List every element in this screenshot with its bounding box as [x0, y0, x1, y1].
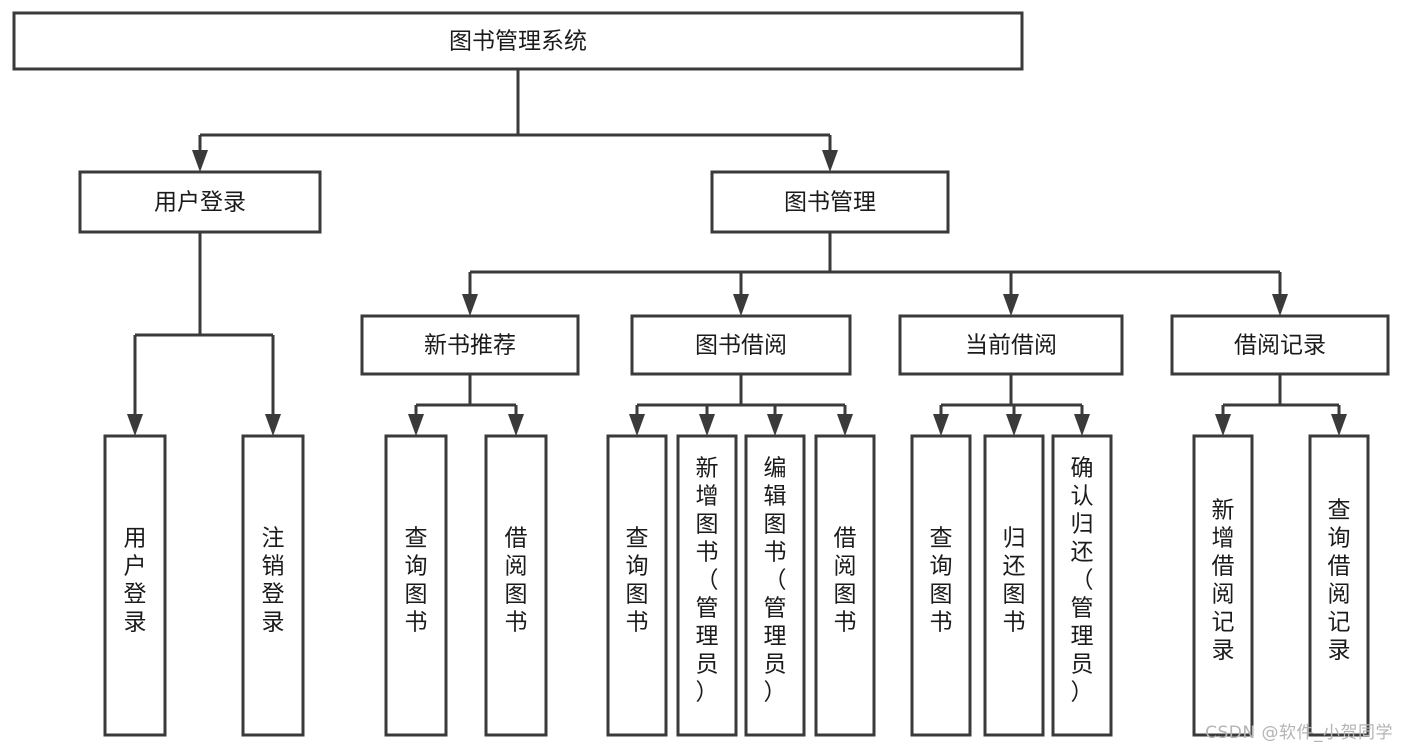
- connector-arrow: [822, 150, 838, 172]
- node-box-record-query: [1308, 434, 1370, 737]
- node-box-current-confirm-return: [1051, 434, 1113, 737]
- node-box-recommend-borrow-book: [484, 434, 548, 737]
- node-current-confirm-return[interactable]: 确认归还（管理员）: [1051, 434, 1113, 737]
- node-label-current-confirm-return: 确认归还（管理员）: [1071, 456, 1094, 706]
- node-box-user-logout-action: [241, 434, 305, 737]
- node-label-borrow-edit-book: 编辑图书（管理员）: [764, 456, 787, 706]
- node-label-user-login: 用户登录: [154, 190, 246, 216]
- connector-arrow: [767, 414, 783, 436]
- node-label-borrow-record: 借阅记录: [1234, 333, 1326, 359]
- node-user-login-action[interactable]: 用户登录: [103, 434, 167, 737]
- node-box-borrow-add-book: [676, 434, 738, 737]
- node-box-book-borrow: [630, 314, 852, 376]
- connector-arrow: [508, 414, 524, 436]
- node-record-add[interactable]: 新增借阅记录: [1192, 434, 1254, 737]
- node-label-recommend-borrow-book: 借阅图书: [505, 526, 528, 636]
- node-box-current-query-book: [910, 434, 972, 737]
- node-label-record-query: 查询借阅记录: [1328, 498, 1351, 664]
- node-borrow-record[interactable]: 借阅记录: [1170, 314, 1390, 376]
- node-box-borrow-query-book: [606, 434, 668, 737]
- node-box-recommend-query-book: [384, 434, 448, 737]
- node-borrow-borrow-book[interactable]: 借阅图书: [814, 434, 876, 737]
- node-box-borrow-record: [1170, 314, 1390, 376]
- node-label-current-borrow: 当前借阅: [965, 333, 1057, 359]
- node-box-borrow-edit-book: [744, 434, 806, 737]
- node-box-current-borrow: [898, 314, 1124, 376]
- node-new-book-recommend[interactable]: 新书推荐: [360, 314, 580, 376]
- connector-arrow: [629, 414, 645, 436]
- node-recommend-borrow-book[interactable]: 借阅图书: [484, 434, 548, 737]
- node-borrow-edit-book[interactable]: 编辑图书（管理员）: [744, 434, 806, 737]
- node-user-login[interactable]: 用户登录: [78, 170, 322, 234]
- connector-arrow: [1331, 414, 1347, 436]
- node-box-current-return-book: [983, 434, 1045, 737]
- node-label-borrow-add-book: 新增图书（管理员）: [696, 456, 719, 706]
- connector-arrow: [1003, 294, 1019, 316]
- node-current-query-book[interactable]: 查询图书: [910, 434, 972, 737]
- node-record-query[interactable]: 查询借阅记录: [1308, 434, 1370, 737]
- connector-arrow: [933, 414, 949, 436]
- connector-arrow: [1006, 414, 1022, 436]
- node-label-user-logout-action: 注销登录: [262, 526, 285, 636]
- node-label-current-query-book: 查询图书: [930, 526, 953, 636]
- connector-arrow: [1215, 414, 1231, 436]
- connector-arrow: [462, 294, 478, 316]
- node-box-root: [12, 11, 1024, 71]
- node-borrow-add-book[interactable]: 新增图书（管理员）: [676, 434, 738, 737]
- node-root[interactable]: 图书管理系统: [12, 11, 1024, 71]
- node-label-record-add: 新增借阅记录: [1212, 498, 1235, 664]
- node-current-return-book[interactable]: 归还图书: [983, 434, 1045, 737]
- node-box-new-book-recommend: [360, 314, 580, 376]
- connector-arrow: [733, 294, 749, 316]
- node-borrow-query-book[interactable]: 查询图书: [606, 434, 668, 737]
- connector-arrow: [699, 414, 715, 436]
- node-label-root: 图书管理系统: [449, 29, 587, 55]
- node-book-management[interactable]: 图书管理: [710, 170, 950, 234]
- node-label-book-management: 图书管理: [784, 190, 876, 216]
- connector-arrow: [408, 414, 424, 436]
- connector-arrow: [127, 414, 143, 436]
- node-user-logout-action[interactable]: 注销登录: [241, 434, 305, 737]
- node-box-record-add: [1192, 434, 1254, 737]
- connector-arrow: [837, 414, 853, 436]
- node-label-borrow-query-book: 查询图书: [626, 526, 649, 636]
- node-label-new-book-recommend: 新书推荐: [424, 333, 516, 359]
- connector-arrow: [192, 150, 208, 172]
- connectors-layer: [127, 69, 1347, 436]
- node-label-book-borrow: 图书借阅: [695, 333, 787, 359]
- node-label-user-login-action: 用户登录: [124, 526, 147, 636]
- csdn-watermark: CSDN @软件_小贺同学: [1205, 723, 1393, 743]
- node-label-current-return-book: 归还图书: [1003, 526, 1026, 636]
- node-label-borrow-borrow-book: 借阅图书: [834, 526, 857, 636]
- nodes-layer: 图书管理系统用户登录用户登录注销登录图书管理新书推荐查询图书借阅图书图书借阅查询…: [12, 11, 1390, 737]
- connector-arrow: [1074, 414, 1090, 436]
- node-book-borrow[interactable]: 图书借阅: [630, 314, 852, 376]
- node-current-borrow[interactable]: 当前借阅: [898, 314, 1124, 376]
- connector-arrow: [265, 414, 281, 436]
- node-box-user-login-action: [103, 434, 167, 737]
- node-box-user-login: [78, 170, 322, 234]
- connector-arrow: [1272, 294, 1288, 316]
- node-box-borrow-borrow-book: [814, 434, 876, 737]
- node-recommend-query-book[interactable]: 查询图书: [384, 434, 448, 737]
- node-label-recommend-query-book: 查询图书: [405, 526, 428, 636]
- node-box-book-management: [710, 170, 950, 234]
